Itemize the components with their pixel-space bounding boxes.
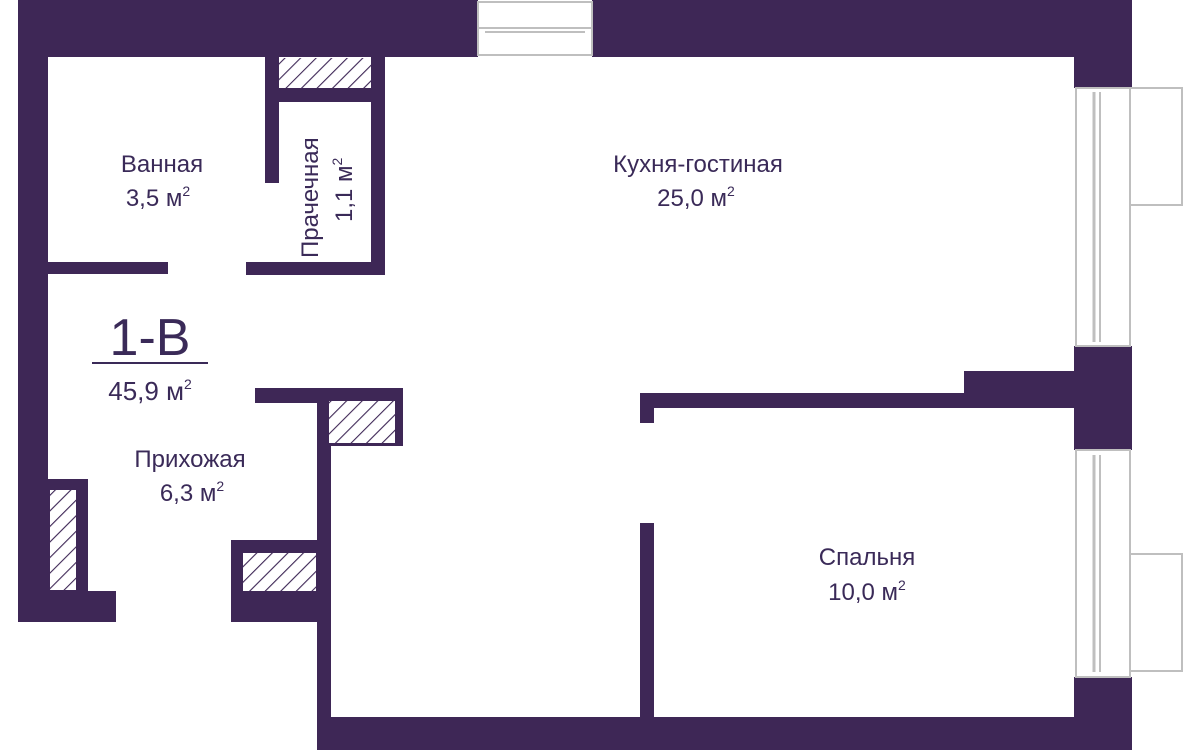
shaft-hall-bottom bbox=[243, 553, 316, 591]
shaft-niche bbox=[50, 490, 76, 590]
room-labels: Ванная 3,5 м2 Прачечная 1,1 м2 Кухня-гос… bbox=[92, 137, 915, 606]
wall-laundry-shaft-frame bbox=[265, 88, 385, 102]
wall-bedroom-step bbox=[964, 371, 1132, 408]
hallway-area-sup: 2 bbox=[216, 478, 224, 494]
wall-bottom-left bbox=[18, 591, 116, 622]
kitchen-area: 25,0 м2 bbox=[657, 183, 735, 212]
kitchen-area-value: 25,0 м bbox=[657, 185, 727, 212]
walls bbox=[18, 0, 1132, 750]
shaft-laundry bbox=[279, 58, 371, 88]
bathroom-name: Ванная bbox=[121, 151, 203, 178]
unit-area-value: 45,9 м bbox=[108, 376, 184, 406]
unit-divider bbox=[92, 362, 208, 364]
wall-top-right bbox=[592, 0, 1132, 57]
wall-bath-bottom-left bbox=[48, 262, 168, 274]
kitchen-name: Кухня-гостиная bbox=[613, 151, 783, 178]
balcony-right-top bbox=[1129, 87, 1183, 206]
wall-bedroom-stub bbox=[640, 393, 654, 423]
kitchen-area-sup: 2 bbox=[727, 183, 735, 199]
laundry-area-value: 1,1 м bbox=[331, 165, 358, 222]
wall-bath-laundry bbox=[265, 57, 279, 183]
unit-code: 1-В bbox=[110, 309, 191, 367]
unit-area: 45,9 м2 bbox=[108, 376, 192, 406]
window-top bbox=[477, 1, 593, 56]
wall-top-left bbox=[18, 0, 478, 57]
wall-left bbox=[18, 0, 48, 622]
wall-laundry-right bbox=[371, 57, 385, 275]
hallway-area-value: 6,3 м bbox=[160, 480, 217, 507]
wall-right-top bbox=[1074, 0, 1132, 88]
unit-area-sup: 2 bbox=[184, 376, 192, 392]
bathroom-area-sup: 2 bbox=[182, 183, 190, 199]
bedroom-area-value: 10,0 м bbox=[828, 579, 898, 606]
laundry-area: 1,1 м2 bbox=[329, 157, 358, 222]
bathroom-area: 3,5 м2 bbox=[126, 183, 191, 212]
shaft-hall bbox=[329, 401, 395, 443]
ventilation-shafts bbox=[50, 58, 395, 591]
wall-bath-bottom-right bbox=[246, 262, 385, 275]
window-right-top bbox=[1075, 87, 1131, 347]
bedroom-area: 10,0 м2 bbox=[828, 577, 906, 606]
hallway-area: 6,3 м2 bbox=[160, 478, 225, 507]
laundry-name: Прачечная bbox=[297, 137, 324, 258]
window-right-bottom bbox=[1075, 449, 1131, 678]
laundry-area-sup: 2 bbox=[329, 157, 345, 165]
hallway-name: Прихожая bbox=[134, 446, 245, 473]
bedroom-area-sup: 2 bbox=[898, 577, 906, 593]
bathroom-area-value: 3,5 м bbox=[126, 185, 183, 212]
wall-bedroom-left bbox=[640, 523, 654, 750]
balcony-right-bottom bbox=[1129, 553, 1183, 672]
bedroom-name: Спальня bbox=[819, 544, 915, 571]
windows bbox=[477, 1, 1183, 678]
wall-bottom bbox=[317, 717, 1132, 750]
